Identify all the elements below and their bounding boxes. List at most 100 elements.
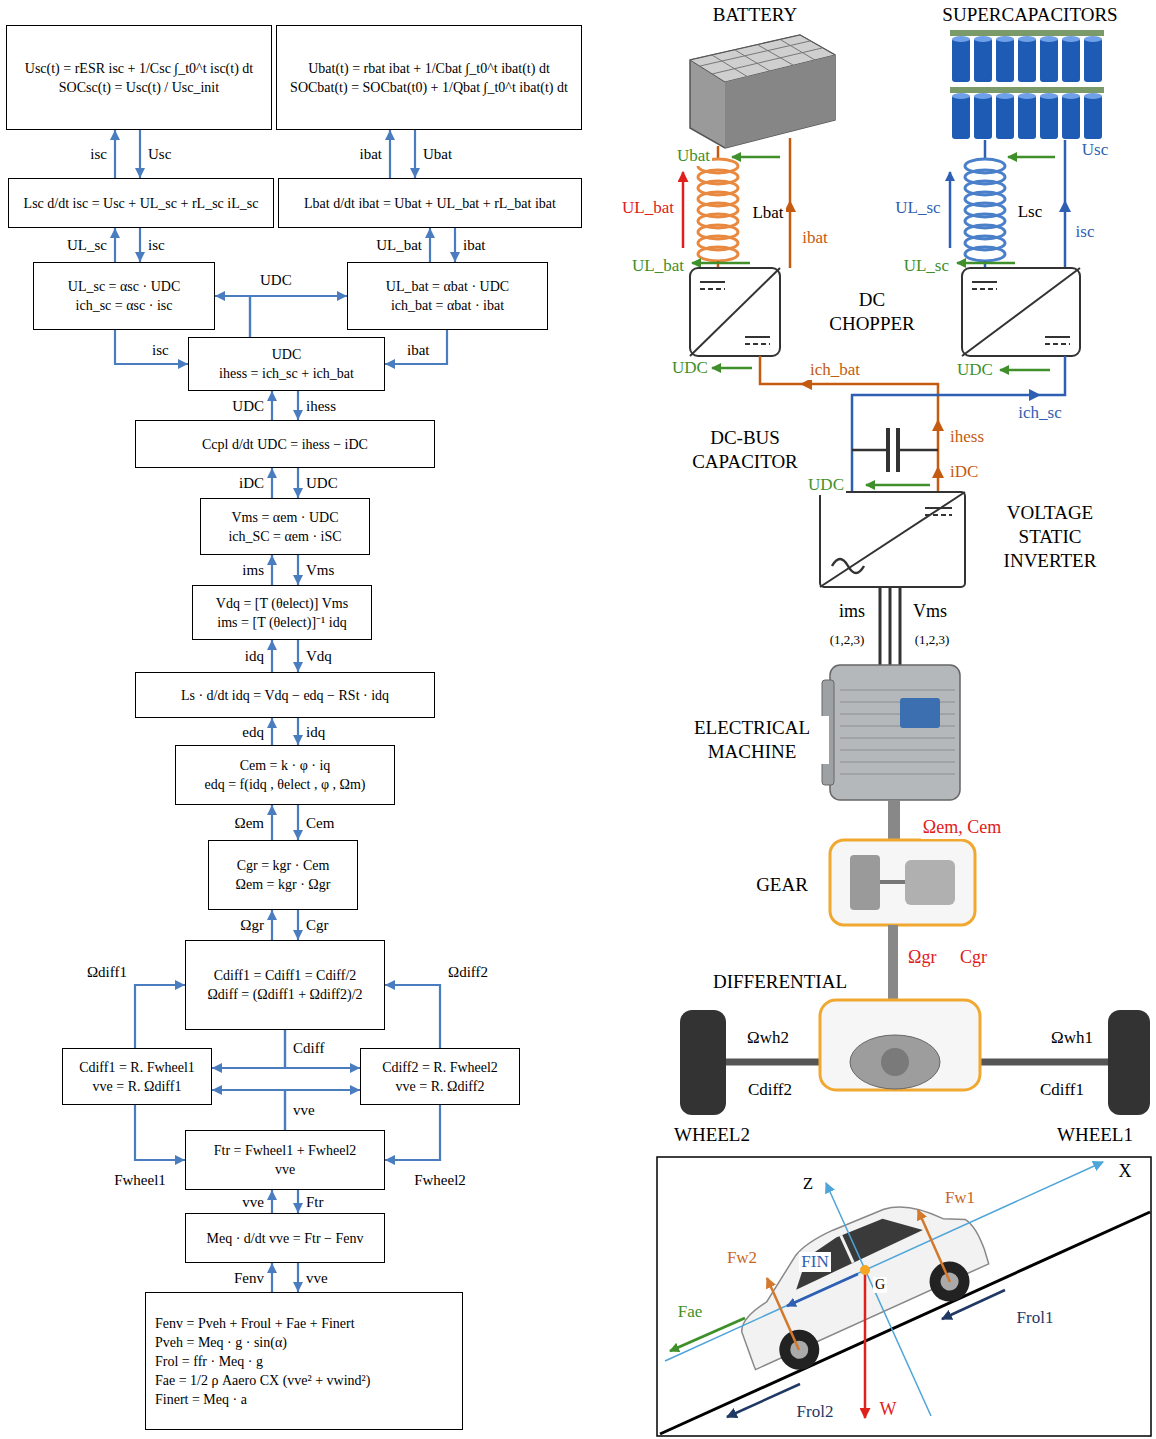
signal-arrow bbox=[297, 910, 299, 940]
signal-label: isc bbox=[146, 236, 167, 254]
signal-arrow bbox=[429, 228, 431, 262]
battery-pack bbox=[690, 35, 835, 148]
signal-arrow bbox=[297, 718, 299, 745]
equation-text: Cgr = kgr · Cem bbox=[237, 856, 330, 875]
equation-text: Lsc d/dt isc = Usc + UL_sc + rL_sc iL_sc bbox=[24, 194, 259, 213]
battery-circuit bbox=[698, 138, 796, 268]
signal-arrow bbox=[297, 805, 299, 840]
signal-label: UDC bbox=[670, 358, 710, 378]
equation-text: Ωdiff = (Ωdiff1 + Ωdiff2)/2 bbox=[207, 985, 362, 1004]
supercapacitor-circuit bbox=[965, 140, 1071, 268]
voltage-inverter bbox=[820, 492, 965, 587]
voltage-inverter bbox=[889, 587, 892, 665]
signal-label: Ubat bbox=[675, 146, 712, 166]
supercapacitor-bank bbox=[950, 30, 1104, 82]
battery-pack bbox=[712, 55, 748, 77]
signal-label: UDC bbox=[230, 397, 266, 415]
signal-arrow bbox=[114, 130, 116, 178]
equation-text: Ftr = Fwheel1 + Fwheel2 bbox=[214, 1141, 357, 1160]
signal-label: Ftr bbox=[304, 1193, 326, 1211]
signal-label: idq bbox=[243, 647, 266, 665]
vehicle-slope-panel bbox=[767, 1278, 799, 1350]
equation-box: UL_bat = αbat · UDCich_bat = αbat · ibat bbox=[347, 262, 548, 330]
signal-label: Ωwh1 bbox=[1049, 1028, 1095, 1048]
equation-box: Ls · d/dt idq = Vdq − edq − RSt · idq bbox=[135, 672, 435, 718]
signal-label: Vms bbox=[911, 601, 949, 623]
dc-bus-wire bbox=[932, 419, 944, 431]
signal-label: isc bbox=[1074, 222, 1097, 242]
signal-label: isc bbox=[150, 341, 171, 359]
equation-text: Meq · d/dt vve = Ftr − Fenv bbox=[207, 1229, 364, 1248]
equation-box: Usc(t) = rESR isc + 1/Csc ∫_t0^t isc(t) … bbox=[6, 25, 272, 130]
signal-arrow bbox=[271, 718, 273, 745]
equation-text: edq = f(idq , θelect , φ , Ωm) bbox=[205, 775, 366, 794]
electric-motor bbox=[840, 774, 955, 775]
gear-box bbox=[880, 880, 905, 884]
equation-box: Ftr = Fwheel1 + Fwheel2vve bbox=[185, 1130, 385, 1190]
signal-label: UL_bat bbox=[630, 256, 686, 276]
equation-text: Ccpl d/dt UDC = ihess − iDC bbox=[202, 435, 368, 454]
equation-text: ihess = ich_sc + ich_bat bbox=[219, 364, 354, 383]
signal-arrow bbox=[271, 1263, 273, 1292]
signal-label: Fenv bbox=[232, 1269, 266, 1287]
equation-text: vve = R. Ωdiff2 bbox=[396, 1077, 485, 1096]
signal-label: (1,2,3) bbox=[828, 632, 867, 648]
equation-text: UL_sc = αsc · UDC bbox=[68, 277, 180, 296]
equation-text: Finert = Meq · a bbox=[155, 1390, 247, 1409]
signal-label: Cdiff1 bbox=[1038, 1080, 1086, 1100]
signal-label: ich_bat bbox=[808, 360, 862, 380]
equation-text: ims = [T (θelect)]⁻¹ idq bbox=[217, 613, 346, 632]
signal-label: UDC bbox=[806, 475, 846, 495]
dc-chopper bbox=[745, 343, 770, 345]
signal-arrow bbox=[271, 640, 273, 672]
voltage-arrow bbox=[949, 172, 952, 248]
vehicle-slope-panel bbox=[942, 1290, 1005, 1319]
signal-arrow bbox=[139, 130, 141, 178]
signal-label: Cdiff2 bbox=[746, 1080, 794, 1100]
signal-label: ibat bbox=[405, 341, 432, 359]
component-name: DC CHOPPER bbox=[815, 288, 929, 336]
dc-chopper bbox=[1045, 336, 1070, 338]
differential-axle bbox=[680, 1000, 1150, 1115]
signal-label: Frol2 bbox=[795, 1402, 836, 1422]
signal-label: FIN bbox=[799, 1252, 830, 1272]
vehicle-slope-panel bbox=[787, 1274, 858, 1306]
vehicle-slope-panel bbox=[716, 1176, 991, 1369]
signal-arrow bbox=[297, 391, 299, 420]
signal-label: G bbox=[873, 1277, 887, 1294]
voltage-arrow bbox=[866, 484, 930, 487]
equation-text: vve = R. Ωdiff1 bbox=[93, 1077, 182, 1096]
vehicle-slope-panel bbox=[670, 1318, 745, 1351]
voltage-arrow bbox=[957, 262, 1015, 265]
signal-label: Z bbox=[801, 1174, 815, 1194]
signal-label: ihess bbox=[948, 427, 986, 447]
signal-label: iDC bbox=[948, 462, 980, 482]
signal-label: UDC bbox=[258, 271, 294, 289]
electric-motor bbox=[900, 698, 940, 728]
battery-pack bbox=[725, 55, 835, 148]
equation-box: UDCihess = ich_sc + ich_bat bbox=[188, 337, 385, 391]
signal-arrow bbox=[115, 330, 188, 364]
differential-axle bbox=[820, 1000, 980, 1090]
signal-label: UL_sc bbox=[65, 236, 109, 254]
equation-box: UL_sc = αsc · UDCich_sc = αsc · isc bbox=[33, 262, 215, 330]
dc-chopper bbox=[690, 268, 780, 356]
signal-label: ich_sc bbox=[1016, 403, 1063, 423]
electric-motor bbox=[822, 665, 960, 840]
dc-bus-capacitor bbox=[886, 428, 890, 472]
dc-chopper bbox=[972, 288, 997, 290]
equation-box: Lsc d/dt isc = Usc + UL_sc + rL_sc iL_sc bbox=[8, 178, 274, 228]
voltage-arrow bbox=[1008, 156, 1055, 159]
signal-label: vve bbox=[304, 1269, 330, 1287]
signal-arrow bbox=[385, 330, 447, 364]
voltage-inverter bbox=[879, 587, 882, 665]
voltage-inverter bbox=[820, 492, 965, 587]
vehicle-slope-panel bbox=[860, 1265, 870, 1275]
signal-arrow bbox=[212, 1090, 285, 1130]
component-name: DIFFERENTIAL bbox=[711, 971, 849, 994]
dc-bus-capacitor bbox=[852, 428, 938, 472]
differential-axle bbox=[1108, 1010, 1150, 1115]
component-name: DC-BUS CAPACITOR bbox=[668, 426, 822, 474]
dc-bus-capacitor bbox=[852, 449, 887, 452]
signal-label: Fae bbox=[676, 1302, 705, 1322]
